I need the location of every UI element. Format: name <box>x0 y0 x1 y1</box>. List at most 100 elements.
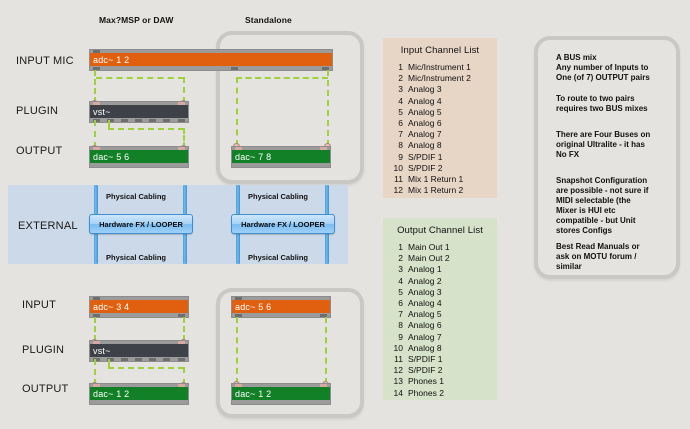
channel-name: Analog 6 <box>408 118 442 129</box>
channel-number: 5 <box>398 286 403 297</box>
standalone-group-bottom <box>216 288 364 418</box>
object-label: adc~ 5 6 <box>232 300 330 313</box>
column-header-standalone: Standalone <box>245 15 292 25</box>
row-label-plugin-top: PLUGIN <box>16 105 59 117</box>
object-label: dac~ 1 2 <box>232 387 330 400</box>
object-label: dac~ 5 6 <box>90 150 188 163</box>
channel-number: 5 <box>398 106 403 117</box>
input-channel-list-title: Input Channel List <box>400 45 480 56</box>
object-adc-5-6[interactable]: adc~ 5 6 <box>231 296 331 318</box>
channel-row: 7 Analog 7 <box>383 129 497 140</box>
object-label: adc~ 1 2 <box>90 53 332 66</box>
column-header-daw: Max?MSP or DAW <box>99 15 174 25</box>
channel-name: Analog 2 <box>408 275 442 286</box>
channel-name: Mic/Instrument 2 <box>408 73 471 84</box>
channel-row: 10 S/PDIF 2 <box>383 163 497 174</box>
physical-cabling-label: Physical Cabling <box>248 253 309 262</box>
row-label-input-bottom: INPUT <box>22 299 56 311</box>
note-bus-mix: A BUS mix Any number of Inputs to One (o… <box>556 53 650 82</box>
patch-cord <box>236 317 238 384</box>
object-label: dac~ 1 2 <box>90 387 188 400</box>
patch-cord <box>96 77 184 79</box>
channel-number: 10 <box>393 162 403 173</box>
channel-row: 6 Analog 4 <box>383 298 497 309</box>
object-dac-1-2-right[interactable]: dac~ 1 2 <box>231 383 331 405</box>
object-label: adc~ 3 4 <box>90 300 188 313</box>
channel-number: 10 <box>393 342 403 353</box>
row-label-output-bottom: OUTPUT <box>22 383 69 395</box>
channel-name: Analog 4 <box>408 95 442 106</box>
channel-row: 3 Analog 1 <box>383 264 497 275</box>
channel-name: Analog 3 <box>408 84 442 95</box>
channel-row: 2 Main Out 2 <box>383 253 497 264</box>
object-dac-5-6[interactable]: dac~ 5 6 <box>89 146 189 168</box>
standalone-group-top <box>216 31 364 184</box>
channel-number: 13 <box>393 376 403 387</box>
object-vst-top[interactable]: vst~ <box>89 101 189 123</box>
object-label: dac~ 7 8 <box>232 150 330 163</box>
patch-cord <box>183 77 185 103</box>
channel-name: Mix 1 Return 2 <box>408 185 464 196</box>
row-label-input-mic: INPUT MIC <box>16 55 74 67</box>
channel-name: Analog 5 <box>408 106 442 117</box>
patch-cord <box>94 317 96 341</box>
channel-name: S/PDIF 2 <box>408 162 443 173</box>
patch-cord <box>108 367 184 369</box>
row-label-output-top: OUTPUT <box>16 145 63 157</box>
channel-name: Analog 4 <box>408 298 442 309</box>
channel-number: 14 <box>393 387 403 398</box>
channel-name: Analog 7 <box>408 331 442 342</box>
channel-name: S/PDIF 1 <box>408 354 443 365</box>
patch-cord <box>94 120 96 148</box>
patch-cord <box>236 77 238 146</box>
channel-number: 6 <box>398 298 403 309</box>
channel-name: S/PDIF 2 <box>408 365 443 376</box>
object-label: vst~ <box>90 344 188 357</box>
hardware-fx-looper-right[interactable]: Hardware FX / LOOPER <box>231 214 335 234</box>
channel-name: Analog 7 <box>408 129 442 140</box>
channel-name: Analog 1 <box>408 264 442 275</box>
channel-number: 3 <box>398 264 403 275</box>
object-adc-1-2[interactable]: adc~ 1 2 <box>89 49 333 71</box>
external-label: EXTERNAL <box>18 220 78 232</box>
object-dac-1-2-left[interactable]: dac~ 1 2 <box>89 383 189 405</box>
object-vst-bottom[interactable]: vst~ <box>89 340 189 362</box>
channel-name: Main Out 2 <box>408 253 450 264</box>
patch-cord <box>108 128 184 130</box>
note-snapshot-config: Snapshot Configuration are possible - no… <box>556 176 649 235</box>
channel-number: 7 <box>398 129 403 140</box>
channel-number: 8 <box>398 320 403 331</box>
object-dac-7-8[interactable]: dac~ 7 8 <box>231 146 331 168</box>
output-channel-list-title: Output Channel List <box>397 225 483 236</box>
channel-number: 2 <box>398 253 403 264</box>
channel-number: 11 <box>394 174 403 185</box>
hardware-fx-looper-left[interactable]: Hardware FX / LOOPER <box>89 214 193 234</box>
patch-cord <box>327 70 329 146</box>
physical-cabling-label: Physical Cabling <box>106 253 167 262</box>
patch-cord <box>94 359 96 385</box>
patch-cord <box>108 120 110 129</box>
channel-row: 12 S/PDIF 2 <box>383 365 497 376</box>
patch-cord <box>183 317 185 341</box>
patch-cord <box>183 367 185 385</box>
channel-number: 12 <box>393 365 403 376</box>
channel-number: 7 <box>398 309 403 320</box>
patch-cord <box>325 317 327 384</box>
patch-cord <box>236 77 328 79</box>
object-adc-3-4[interactable]: adc~ 3 4 <box>89 296 189 318</box>
